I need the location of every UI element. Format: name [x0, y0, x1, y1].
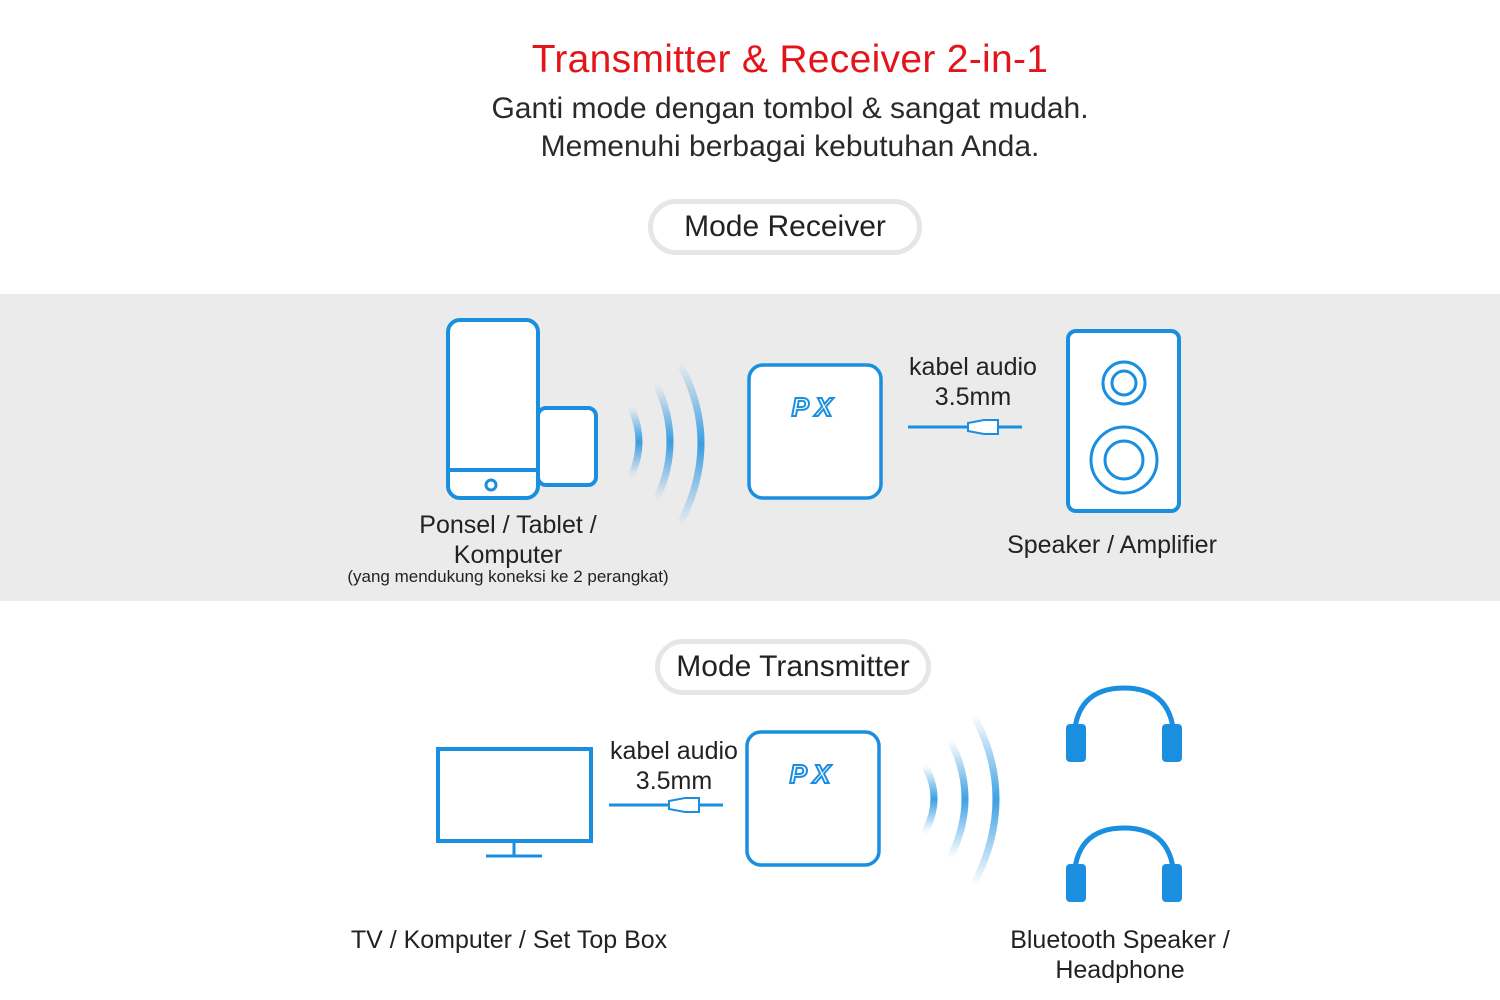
mode-transmitter-heading: Mode Transmitter	[655, 639, 931, 695]
cable-label-line-2: 3.5mm	[934, 383, 1012, 411]
monitor-icon	[436, 747, 593, 858]
audio-cable-icon	[908, 419, 1022, 435]
headphone-icon	[1066, 685, 1182, 762]
px-device-icon: PX	[747, 363, 883, 500]
cable-label-line-1: kabel audio	[909, 353, 1037, 381]
page-title: Transmitter & Receiver 2-in-1	[531, 38, 1049, 81]
transmitter-px-device-icon: PX	[745, 730, 881, 867]
transmitter-cable-label-line-2: 3.5mm	[635, 767, 713, 795]
receiver-source-note: (yang mendukung koneksi ke 2 perangkat)	[347, 567, 669, 586]
subtitle-line-2: Memenuhi berbagai kebutuhan Anda.	[540, 130, 1040, 163]
smartphone-tablet-icon	[446, 318, 598, 500]
transmitter-px-logo: PX	[790, 759, 837, 789]
transmitter-bluetooth-waves-icon	[922, 716, 1000, 884]
speaker-icon	[1066, 329, 1181, 513]
receiver-source-label-line-1: Ponsel / Tablet /	[419, 511, 597, 539]
px-logo: PX	[792, 392, 839, 422]
receiver-output-label: Speaker / Amplifier	[1007, 531, 1217, 559]
transmitter-cable-label-line-1: kabel audio	[610, 737, 738, 765]
receiver-source-label-line-2: Komputer	[453, 541, 563, 569]
transmitter-source-label: TV / Komputer / Set Top Box	[350, 926, 668, 954]
transmitter-output-label-line-1: Bluetooth Speaker /	[1010, 926, 1230, 954]
mode-receiver-heading: Mode Receiver	[648, 199, 922, 255]
headphone-icon-2	[1066, 825, 1182, 902]
transmitter-output-label-line-2: Headphone	[1055, 956, 1185, 984]
bluetooth-waves-icon	[628, 364, 705, 524]
transmitter-audio-cable-icon	[609, 797, 723, 813]
subtitle-line-1: Ganti mode dengan tombol & sangat mudah.	[491, 92, 1089, 125]
